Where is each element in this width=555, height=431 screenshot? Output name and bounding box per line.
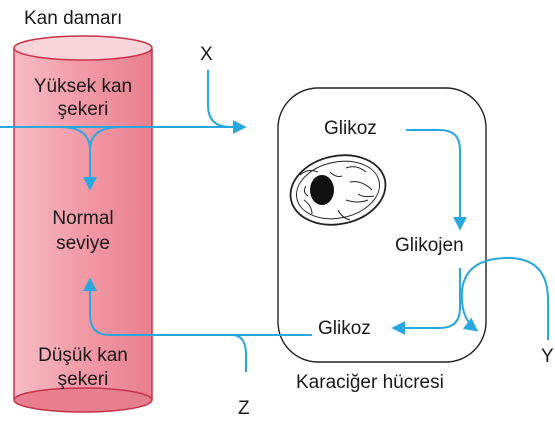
marker-x: X bbox=[200, 44, 213, 65]
glucose-top-label: Glikoz bbox=[322, 118, 379, 140]
arrow-glycogen-glucose bbox=[391, 268, 461, 335]
arrow-branch-right bbox=[89, 126, 121, 151]
arrow-y bbox=[460, 256, 549, 340]
arrow-to-normal-bottom bbox=[83, 277, 312, 336]
nucleus-icon bbox=[289, 154, 387, 226]
blood-vessel bbox=[13, 35, 153, 413]
normal-line1: Normal bbox=[52, 208, 114, 229]
low-sugar-line1: Düşük kan bbox=[38, 345, 128, 366]
arrow-z bbox=[231, 334, 247, 372]
liver-cell bbox=[277, 87, 487, 363]
low-sugar-line2: şekeri bbox=[57, 369, 109, 390]
flow-arrows bbox=[0, 70, 549, 372]
high-sugar-line2: şekeri bbox=[57, 99, 109, 120]
arrow-glucose-glycogen bbox=[406, 129, 467, 231]
cell-caption: Karaciğer hücresi bbox=[296, 372, 444, 393]
marker-z: Z bbox=[238, 398, 250, 419]
high-sugar-line1: Yüksek kan bbox=[33, 76, 133, 97]
arrow-x bbox=[207, 70, 244, 128]
marker-y: Y bbox=[541, 346, 554, 367]
normal-line2: seviye bbox=[56, 233, 110, 254]
glycogen-label: Glikojen bbox=[393, 235, 466, 257]
vessel-title: Kan damarı bbox=[24, 8, 123, 29]
glucose-bottom-label: Glikoz bbox=[316, 318, 373, 340]
